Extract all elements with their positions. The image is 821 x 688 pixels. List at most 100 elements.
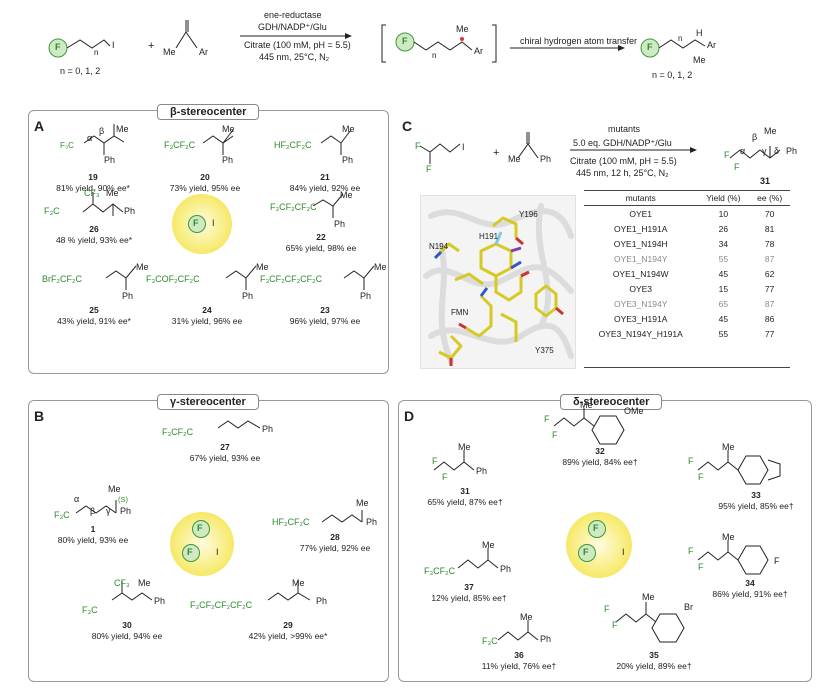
ph-1: Ph	[120, 506, 132, 516]
ph-19: Ph	[104, 155, 116, 165]
intermediate-n: n	[432, 51, 437, 60]
c-f-top: F	[415, 141, 421, 151]
d34-f-ring: F	[774, 556, 780, 566]
fluoro-iodide-icon: F I	[188, 215, 218, 233]
greek-alpha-19: α	[87, 133, 93, 143]
greek-gamma-1: γ	[106, 506, 111, 516]
atom-i-label: I	[112, 40, 115, 50]
ar-label: Ar	[199, 47, 208, 57]
table-cell: 77	[764, 328, 775, 339]
ph-22: Ph	[334, 219, 346, 229]
d32-ome: OMe	[624, 406, 644, 416]
panel-a-title: β-stereocenter	[157, 104, 260, 120]
d34-f2: F	[698, 562, 704, 572]
panel-a-bonds	[82, 124, 375, 290]
table-cell: OYE3_N194Y	[613, 298, 668, 309]
table-cell: OYE3	[629, 283, 653, 294]
d33-f1: F	[688, 456, 694, 466]
table-row: OYE3_N194Y 65 87	[584, 296, 790, 311]
reagent-enzyme: ene-reductase	[264, 10, 322, 20]
greek-alpha-1: α	[74, 494, 80, 504]
table-cell: 65	[718, 298, 729, 309]
panel-d-bonds	[433, 408, 781, 643]
d37-ph: Ph	[500, 564, 512, 574]
frag-22: F₃CF₂CF₂C	[270, 202, 317, 212]
me-26: Me	[106, 188, 119, 198]
residue-h191: H191	[479, 232, 499, 241]
greek-beta-19: β	[99, 126, 105, 136]
ph-20: Ph	[222, 155, 234, 165]
table-row: OYE1_N194H 34 78	[584, 236, 790, 251]
me-21: Me	[342, 124, 355, 134]
panel-d-letter: D	[404, 408, 415, 424]
d34-me: Me	[722, 532, 735, 542]
me-24: Me	[256, 262, 269, 272]
frag-26a: CF₃	[84, 188, 100, 198]
n-label: n	[94, 48, 99, 57]
table-bottom-rule	[584, 367, 790, 368]
panel-c-letter: C	[402, 118, 413, 134]
c-ph: Ph	[540, 154, 552, 164]
me-22: Me	[340, 190, 353, 200]
product-n: n	[678, 34, 683, 43]
table-cell: 34	[718, 238, 729, 249]
ph-27: Ph	[262, 424, 274, 434]
me-label: Me	[163, 47, 176, 57]
frag-30a: CF₃	[114, 578, 130, 588]
frag-37: F₃CF₂C	[424, 566, 456, 576]
intermediate-me: Me	[456, 24, 469, 34]
plus-sign: +	[148, 40, 155, 52]
table-cell: OYE1_N194H	[613, 238, 668, 249]
ph-26: Ph	[124, 206, 136, 216]
d37-me: Me	[482, 540, 495, 550]
frag-29: F₃CF₂CF₂CF₂C	[190, 600, 253, 610]
product-h: H	[696, 28, 703, 38]
table-cell: OYE1_H191A	[613, 223, 668, 234]
c-i: I	[462, 142, 465, 152]
frag-1: F₃C	[54, 510, 70, 520]
frag-19: F₃C	[60, 141, 74, 150]
ph-30: Ph	[154, 596, 166, 606]
d36-ph: Ph	[540, 634, 552, 644]
panel-d-title: δ-stereocenter	[560, 394, 663, 410]
ph-28: Ph	[366, 517, 378, 527]
frag-36: F₃C	[482, 636, 498, 646]
table-cell: 87	[764, 298, 775, 309]
table-cell: OYE3_H191A	[613, 313, 668, 324]
table-cell: 45	[718, 268, 729, 279]
frag-23: F₃CF₂CF₂CF₂C	[260, 274, 323, 284]
frag-28: HF₂CF₂C	[272, 517, 310, 527]
c-product-alpha: α	[740, 146, 746, 156]
table-cell: 78	[764, 238, 775, 249]
table-cell: OYE3_N194Y_H191A	[598, 328, 683, 339]
table-cell: 77	[764, 283, 775, 294]
table-cell: 55	[718, 253, 729, 264]
me-29: Me	[292, 578, 305, 588]
residue-y375: Y375	[535, 346, 554, 355]
header-mutants: mutants	[584, 190, 698, 206]
ph-24: Ph	[242, 291, 254, 301]
atom-f-label-2: F	[402, 36, 408, 46]
me-25: Me	[136, 262, 149, 272]
d33-f2: F	[698, 472, 704, 482]
d31-ph: Ph	[476, 466, 488, 476]
n-values-label: n = 0, 1, 2	[60, 66, 101, 76]
n-values-product: n = 0, 1, 2	[652, 70, 693, 80]
frag-27: F₃CF₂C	[162, 427, 194, 437]
c-product-delta: δ	[774, 146, 780, 156]
d32-me: Me	[580, 400, 593, 410]
me-19: Me	[116, 124, 129, 134]
table-cell: 45	[718, 313, 729, 324]
frag-24: F₃COF₂CF₂C	[146, 274, 200, 284]
product-ar: Ar	[707, 40, 716, 50]
c-product-num: 31	[760, 176, 771, 186]
